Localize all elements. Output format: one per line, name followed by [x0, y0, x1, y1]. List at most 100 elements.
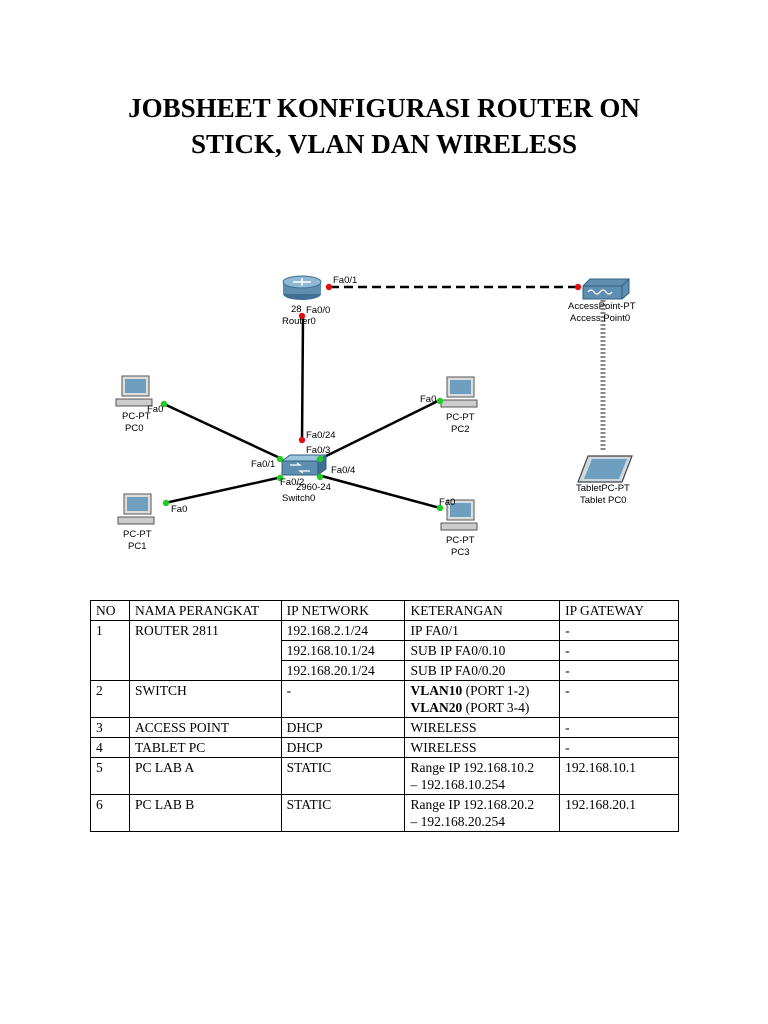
pc0-icon [115, 375, 153, 407]
port-dot-ap [574, 283, 582, 291]
header-no: NO [90, 600, 130, 621]
port-dot-pc1 [162, 499, 170, 507]
pc0-port-label: Fa0 [147, 404, 163, 415]
pc3-port-label: Fa0 [439, 497, 455, 508]
pc3-icon [440, 499, 478, 531]
link-pc1-switch [164, 475, 283, 505]
cell-device: TABLET PC [128, 737, 282, 758]
ap-model-label: AccessPoint-PT [568, 301, 636, 312]
pc2-name-label: PC2 [451, 424, 469, 435]
pc0-name-label: PC0 [125, 423, 143, 434]
cell-ip: 192.168.10.1/24 [280, 640, 406, 661]
header-ip-network: IP NETWORK [280, 600, 406, 621]
pc2-model-label: PC-PT [446, 412, 475, 423]
pc1-model-label: PC-PT [123, 529, 152, 540]
port-dot-pc0 [160, 400, 168, 408]
switch-port-fa0-3-label: Fa0/3 [306, 445, 330, 456]
cell-note: SUB IP FA0/0.20 [404, 660, 561, 681]
range-end: – 192.168.20.254 [410, 814, 505, 829]
tablet-name-label: Tablet PC0 [580, 495, 626, 506]
pc3-model-label: PC-PT [446, 535, 475, 546]
cell-gateway: - [559, 717, 679, 738]
cell-gateway: 192.168.10.1 [559, 757, 679, 795]
cell-device: ACCESS POINT [128, 717, 282, 738]
port-dot-pc2 [436, 397, 444, 405]
table-row: 2 SWITCH - VLAN10 (PORT 1-2) VLAN20 (POR… [90, 680, 679, 718]
port-dot-router-fa0-0 [298, 312, 306, 320]
tablet-icon [577, 455, 633, 483]
link-pc0-switch [163, 402, 283, 461]
cell-note: VLAN10 (PORT 1-2) VLAN20 (PORT 3-4) [404, 680, 561, 718]
cell-note: IP FA0/1 [404, 620, 561, 641]
pc2-icon [440, 376, 478, 408]
table-row: 192.168.20.1/24 SUB IP FA0/0.20 - [90, 660, 679, 681]
cell-device: ROUTER 2811 [128, 620, 282, 641]
cell-note: Range IP 192.168.10.2 – 192.168.10.254 [404, 757, 561, 795]
cell-no: 4 [90, 737, 130, 758]
vlan10-ports: (PORT 1-2) [462, 683, 530, 698]
port-dot-switch-fa0-1 [276, 455, 284, 463]
table-row: 6 PC LAB B STATIC Range IP 192.168.20.2 … [90, 794, 679, 832]
cell-gateway: 192.168.20.1 [559, 794, 679, 832]
cell-device: SWITCH [128, 680, 282, 718]
switch-icon [280, 454, 328, 476]
switch-port-fa0-4-label: Fa0/4 [331, 465, 355, 476]
vlan20-ports: (PORT 3-4) [462, 700, 530, 715]
cell-note: SUB IP FA0/0.10 [404, 640, 561, 661]
switch-port-fa0-1-label: Fa0/1 [251, 459, 275, 470]
router-port-fa0-1-label: Fa0/1 [333, 275, 357, 286]
access-point-icon [582, 278, 630, 300]
pc2-port-label: Fa0 [420, 394, 436, 405]
router-name-label: Router0 [282, 316, 316, 327]
table-header-row: NO NAMA PERANGKAT IP NETWORK KETERANGAN … [90, 600, 679, 621]
cell-ip: STATIC [280, 794, 406, 832]
header-keterangan: KETERANGAN [404, 600, 561, 621]
links [163, 285, 606, 510]
switch-port-fa0-24-label: Fa0/24 [306, 430, 336, 441]
cell-gateway: - [559, 680, 679, 718]
switch-model-label: 2960-24 [296, 482, 331, 493]
cell-gateway: - [559, 640, 679, 661]
table-row: 1 ROUTER 2811 192.168.2.1/24 IP FA0/1 - [90, 620, 679, 641]
switch-name-label: Switch0 [282, 493, 315, 504]
port-dot-pc3 [436, 504, 444, 512]
pc0-model-label: PC-PT [122, 411, 151, 422]
link-pc3-switch [317, 473, 441, 510]
router-model-label: 28 [291, 304, 302, 315]
cell-ip: DHCP [280, 737, 406, 758]
device-config-table: NO NAMA PERANGKAT IP NETWORK KETERANGAN … [90, 600, 679, 832]
switch-port-fa0-2-label: Fa0/2 [280, 477, 304, 488]
header-nama-perangkat: NAMA PERANGKAT [128, 600, 282, 621]
cell-ip: 192.168.20.1/24 [280, 660, 406, 681]
vlan20-label: VLAN20 [410, 700, 463, 715]
port-dot-router-fa0-1 [325, 283, 333, 291]
cell-gateway: - [559, 660, 679, 681]
range-end: – 192.168.10.254 [410, 777, 505, 792]
cell-gateway: - [559, 620, 679, 641]
cell-gateway: - [559, 737, 679, 758]
header-ip-gateway: IP GATEWAY [559, 600, 679, 621]
link-router-switch [300, 317, 305, 443]
cell-no: 3 [90, 717, 130, 738]
cell-ip: 192.168.2.1/24 [280, 620, 406, 641]
cell-no: 5 [90, 757, 130, 795]
cell-ip: DHCP [280, 717, 406, 738]
port-dot-switch-fa0-24 [298, 436, 306, 444]
cell-note: WIRELESS [404, 717, 561, 738]
cell-ip: STATIC [280, 757, 406, 795]
page-title: JOBSHEET KONFIGURASI ROUTER ON STICK, VL… [0, 90, 768, 162]
range-start: Range IP 192.168.10.2 [410, 760, 535, 775]
cell-device: PC LAB A [128, 757, 282, 795]
pc3-name-label: PC3 [451, 547, 469, 558]
cell-no: 6 [90, 794, 130, 832]
cell-note: WIRELESS [404, 737, 561, 758]
pc1-icon [117, 493, 155, 525]
ap-name-label: Access Point0 [570, 313, 630, 324]
port-dot-switch-fa0-2 [276, 474, 284, 482]
port-dot-switch-fa0-4 [316, 473, 324, 481]
cell-device: PC LAB B [128, 794, 282, 832]
table-row: 4 TABLET PC DHCP WIRELESS - [90, 737, 679, 758]
cell-no: 2 [90, 680, 130, 718]
router-port-fa0-0-label: Fa0/0 [306, 305, 330, 316]
title-line-1: JOBSHEET KONFIGURASI ROUTER ON [128, 93, 640, 123]
